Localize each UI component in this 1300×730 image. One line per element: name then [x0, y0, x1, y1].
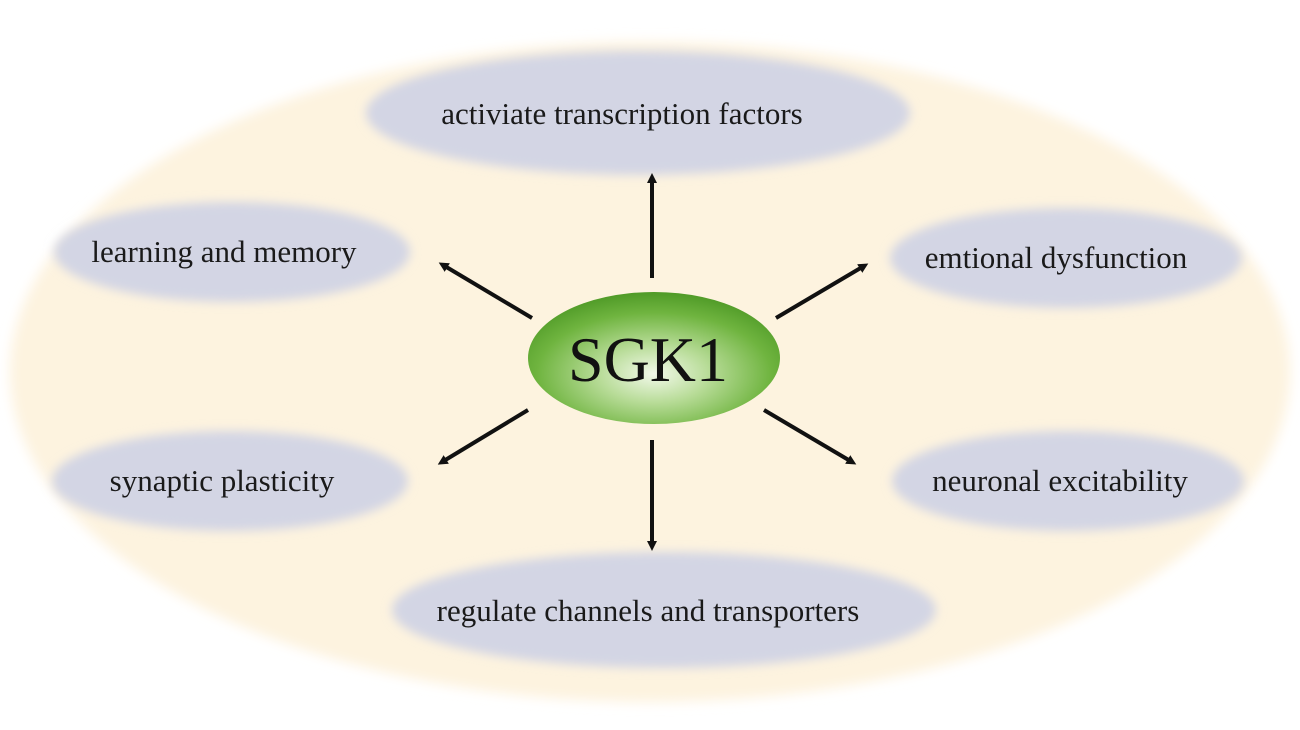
- arrow-to-lower-right: [762, 408, 857, 465]
- node-upper-left-label: learning and memory: [91, 234, 357, 269]
- arrows: [437, 173, 869, 551]
- center-node: SGK1: [528, 292, 780, 424]
- node-upper-right-label: emtional dysfunction: [925, 240, 1188, 275]
- node-bottom: regulate channels and transporters: [392, 552, 936, 668]
- arrow-to-upper-right: [774, 263, 869, 320]
- node-lower-left: synaptic plasticity: [52, 431, 408, 531]
- node-lower-right-label: neuronal excitability: [932, 463, 1188, 498]
- node-lower-right: neuronal excitability: [892, 431, 1244, 531]
- arrow-to-upper-left: [438, 262, 534, 320]
- node-upper-left: learning and memory: [54, 202, 410, 302]
- node-bottom-label: regulate channels and transporters: [437, 593, 860, 628]
- node-top: activiate transcription factors: [366, 51, 910, 175]
- node-top-label: activiate transcription factors: [441, 96, 803, 131]
- arrow-to-lower-left: [437, 408, 530, 465]
- node-upper-right: emtional dysfunction: [890, 208, 1242, 308]
- node-lower-left-label: synaptic plasticity: [110, 463, 335, 498]
- center-node-label: SGK1: [568, 324, 728, 395]
